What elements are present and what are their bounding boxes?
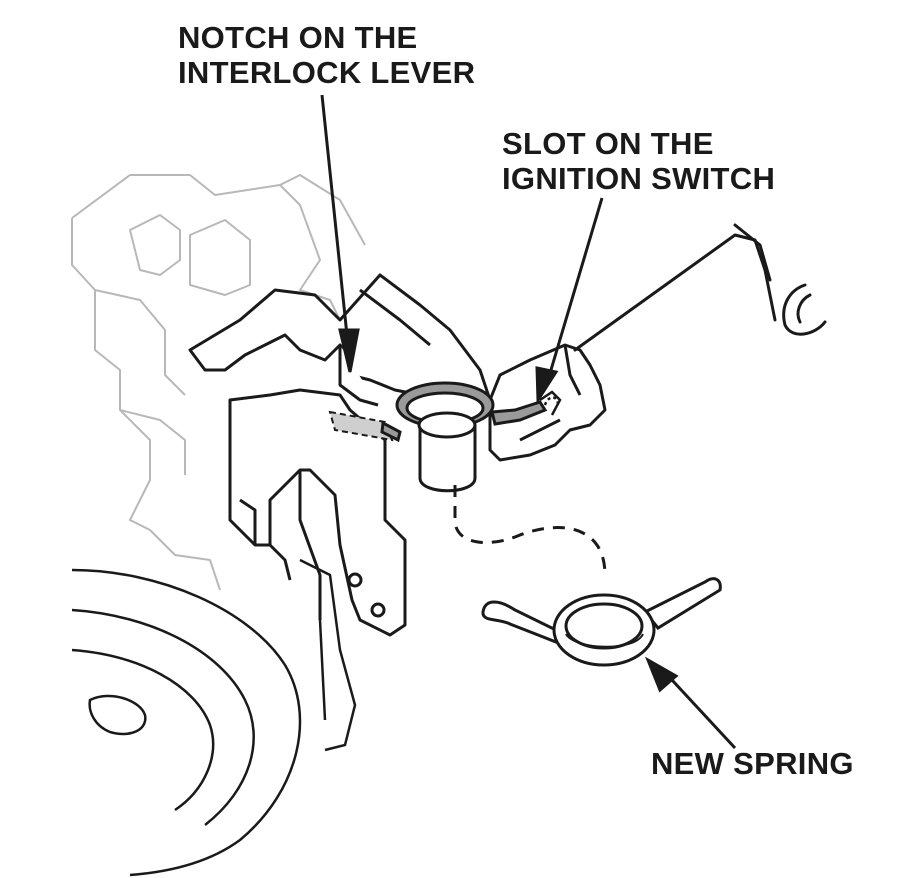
- callout-notch-line-1: NOTCH ON THE: [178, 20, 418, 55]
- slot-leader-line: [546, 197, 604, 381]
- callout-new-spring: NEW SPRING: [651, 746, 854, 781]
- ignition-switch-housing: [488, 343, 607, 462]
- interlock-lever: [188, 273, 492, 412]
- notch-leader-line: [320, 94, 350, 346]
- new-spring: [481, 577, 722, 667]
- install-path-dashed-line: [453, 485, 607, 576]
- callout-notch-line-2: INTERLOCK LEVER: [178, 55, 476, 90]
- lock-bracket: [228, 388, 407, 637]
- notch-arrowhead: [338, 328, 360, 373]
- callout-slot-line-1: SLOT ON THE: [502, 126, 714, 161]
- switch-wire: [573, 223, 827, 352]
- spring-arrowhead: [645, 656, 679, 693]
- spring-leader-line: [670, 678, 737, 750]
- slot-arrowhead: [535, 366, 559, 405]
- callout-spring-line-1: NEW SPRING: [651, 746, 854, 781]
- ignition-switch-shaft: [417, 411, 477, 493]
- callout-slot-ignition-switch: SLOT ON THE IGNITION SWITCH: [502, 126, 775, 196]
- spring-install-position: [328, 410, 394, 442]
- steering-column-base: [71, 558, 357, 877]
- callout-slot-line-2: IGNITION SWITCH: [502, 161, 776, 196]
- ignition-switch-slot: [539, 390, 562, 416]
- callout-notch-interlock-lever: NOTCH ON THE INTERLOCK LEVER: [178, 20, 475, 90]
- steering-column-housing: [71, 174, 366, 591]
- callout-arrows: [320, 94, 737, 750]
